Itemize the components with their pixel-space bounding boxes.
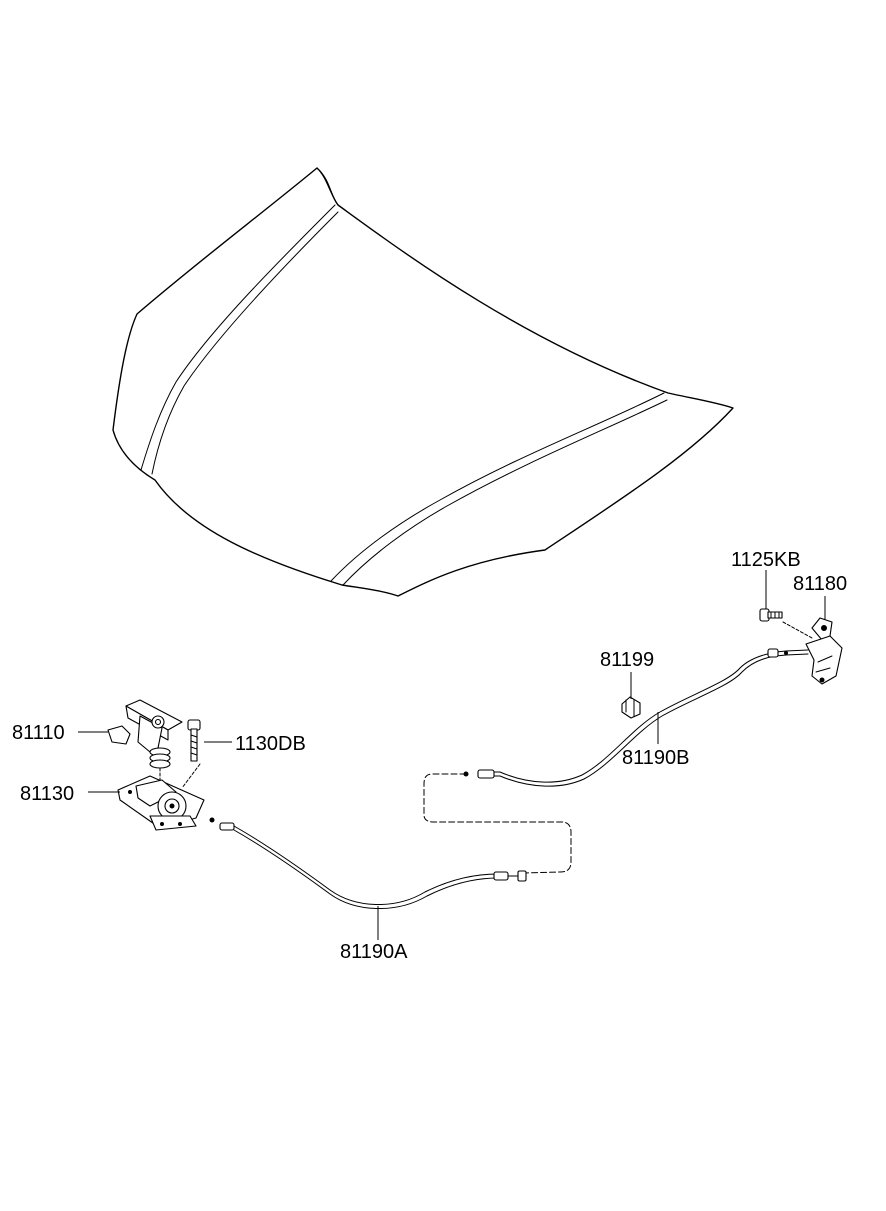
label-1130db: 1130DB (235, 733, 306, 755)
cable-81190a (209, 817, 527, 910)
hood-latch-assembly (107, 699, 205, 831)
latch-plate-81110-icon (107, 699, 183, 753)
hood-character-line-left-outer (140, 204, 336, 471)
release-handle-assembly (759, 608, 843, 685)
label-1125kb: 1125KB (731, 549, 801, 571)
hood-outline (112, 167, 734, 597)
hood-character-line-right-outer (330, 392, 665, 582)
latch-body-81130-icon (117, 775, 205, 831)
cable-81190b (423, 648, 809, 874)
label-81110: 81110 (12, 722, 65, 744)
bolt-1130db-icon (187, 719, 201, 762)
hood-character-line-left-inner (151, 211, 339, 475)
hood-front-edge (316, 167, 339, 206)
cable-routing-dashed-path (423, 773, 572, 874)
hood-panel (112, 167, 734, 597)
part-labels: 1125KB 81180 81199 81190B 81110 1130DB 8… (12, 549, 847, 963)
label-81199: 81199 (600, 649, 654, 671)
latch-spring-icon (149, 747, 171, 769)
cable-81190a-end (209, 817, 215, 823)
hood-character-line-right-inner (342, 399, 668, 586)
bolt-alignment-line (782, 621, 813, 639)
cable-clip-81199-icon (621, 696, 641, 719)
bolt-1130db-alignment-line (181, 763, 201, 789)
cable-81190a-line-1 (233, 825, 499, 906)
label-81130: 81130 (20, 783, 74, 805)
label-81190b: 81190B (622, 747, 689, 769)
cable-81190b-upper-2 (485, 653, 809, 787)
release-handle-81180-icon (805, 617, 843, 685)
label-81180: 81180 (793, 573, 847, 595)
cable-81190b-upper (485, 649, 809, 783)
cable-81190a-line-2 (233, 829, 499, 910)
label-81190a: 81190A (340, 941, 408, 963)
bolt-1125kb-icon (759, 608, 783, 622)
leader-lines (78, 570, 826, 940)
